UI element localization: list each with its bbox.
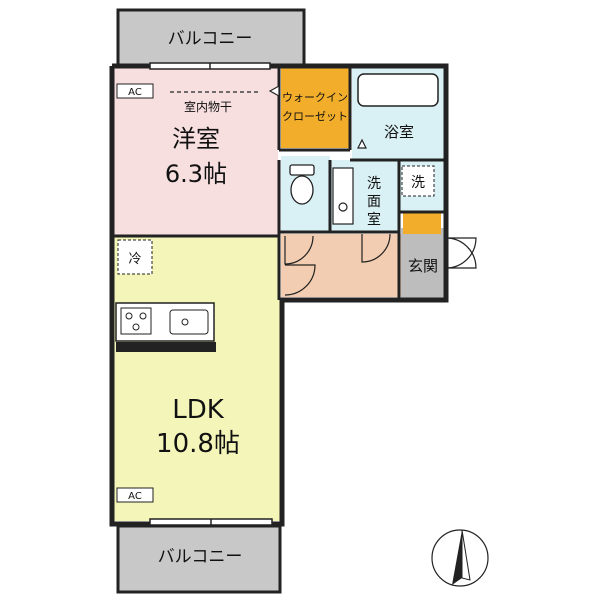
fridge-icon (117, 239, 153, 275)
entrance-area (401, 228, 445, 300)
ac-box-bottom (116, 487, 154, 503)
indoor-drying-label: 室内物干 (184, 99, 232, 114)
fridge-label: 冷 (128, 252, 141, 267)
entrance-label: 玄関 (408, 257, 438, 275)
washroom-label-2: 面 (367, 194, 381, 210)
toilet-icon (289, 164, 315, 205)
walkin-label-2: クローゼット (282, 110, 348, 123)
walkin-label-1: ウォークイン (282, 91, 348, 104)
ac-bottom-label: AC (128, 491, 142, 502)
western-room-label: 洋室 (172, 125, 220, 153)
washer-label: 洗 (411, 175, 425, 191)
ac-box-top (116, 83, 154, 99)
north-arrow-icon (431, 529, 489, 587)
walls (109, 63, 449, 527)
stove-icon (120, 307, 152, 335)
ac-top-label: AC (128, 87, 142, 98)
windows (149, 62, 273, 526)
ldk-label: LDK (172, 395, 225, 425)
balcony-bottom (116, 524, 282, 594)
western-room-size: 6.3帖 (165, 160, 227, 188)
balcony-top (116, 8, 306, 67)
balcony-bottom-label: バルコニー (158, 547, 243, 567)
sink-icon (169, 309, 209, 335)
washer-icon (401, 165, 435, 197)
doors (268, 84, 477, 296)
ldk-room (114, 236, 280, 521)
walkin-closet (281, 68, 349, 148)
washroom-label-3: 室 (367, 211, 381, 228)
washroom-label-1: 洗 (367, 176, 381, 192)
balcony-top-label: バルコニー (168, 29, 253, 49)
washbasin-icon (332, 167, 354, 225)
bathroom-label: 浴室 (384, 123, 414, 141)
shoe-storage (403, 212, 441, 234)
bathtub-icon (357, 73, 439, 107)
inner-walls (112, 66, 446, 300)
counter-dark-strip (116, 342, 216, 352)
ldk-size: 10.8帖 (156, 429, 240, 459)
